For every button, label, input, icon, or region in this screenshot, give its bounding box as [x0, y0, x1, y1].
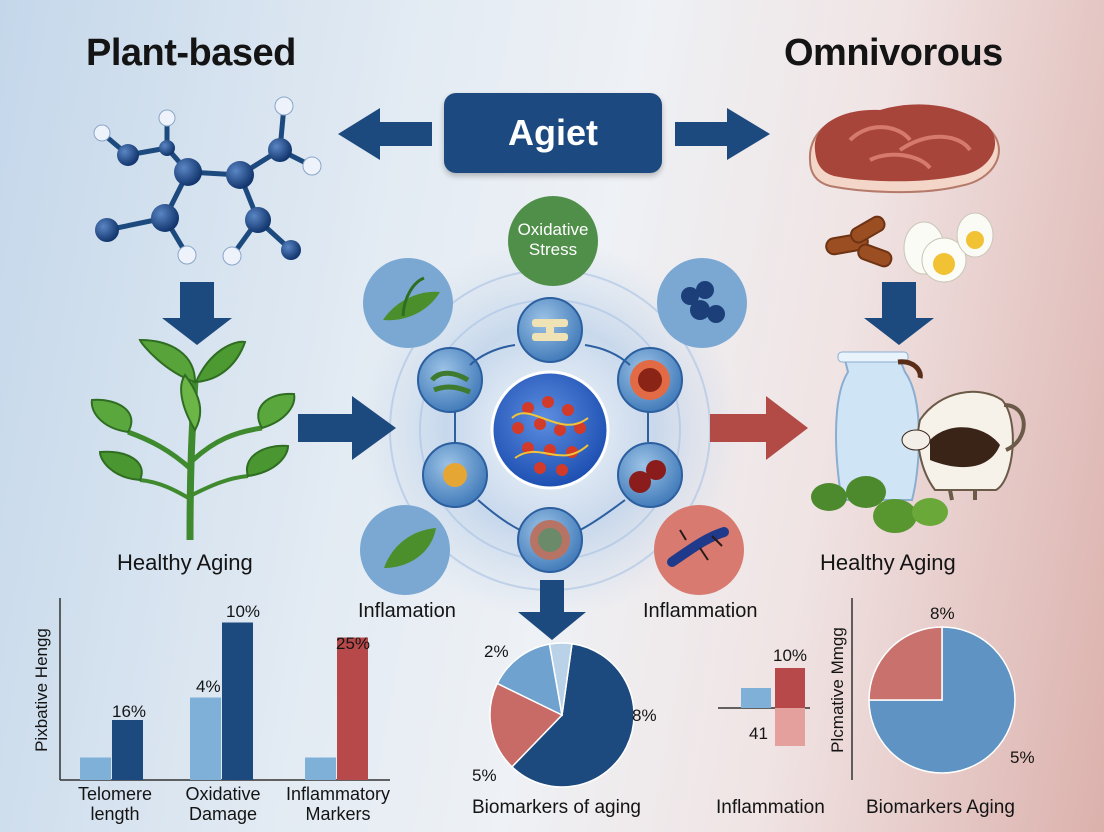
chart1-xtick-1b: length	[90, 804, 140, 824]
chart1-label-25: 25%	[336, 634, 371, 653]
bar-telomere-length-s2	[112, 720, 143, 780]
chart1-label-16: 16%	[112, 702, 147, 721]
healthy-aging-right: Healthy Aging	[820, 550, 956, 575]
agiet-box: Agiet	[444, 93, 662, 173]
arrow-center-to-omni-icon	[710, 396, 808, 460]
chart3-label-10: 10%	[773, 646, 808, 665]
arrow-center-down-icon	[518, 580, 586, 640]
pie1-slice-2	[489, 682, 564, 768]
bar-inflammatory-markers-s2	[337, 637, 368, 780]
arrows	[162, 108, 934, 640]
plant-icon	[90, 338, 296, 541]
arrow-down-left-icon	[162, 282, 232, 345]
chart1-label-10: 10%	[226, 602, 261, 621]
pie-chart-biomarkers-of-aging	[489, 642, 635, 788]
meat-icon	[808, 104, 1000, 194]
pie1-slice-3	[496, 643, 563, 717]
arrow-right-icon	[675, 108, 770, 160]
bar-inflammatory-markers-s1	[305, 757, 336, 780]
bar-telomere-length-s1	[80, 757, 111, 780]
chart3-bar-blue	[741, 688, 771, 708]
pie2-label-8: 8%	[930, 604, 955, 623]
chart3-bar-pink	[775, 708, 805, 746]
molecule-icon	[100, 105, 314, 258]
cells-circle-icon	[657, 258, 747, 348]
chart1-bars	[80, 622, 368, 780]
cow-jug-icon	[901, 390, 1026, 501]
arrow-plant-to-center-icon	[298, 396, 396, 460]
sausages-icon	[825, 215, 893, 268]
inflammation-label-left: Inflamation	[358, 600, 456, 622]
arrow-left-icon	[338, 108, 432, 160]
pie1-label-2: 2%	[484, 642, 509, 661]
eggs-icon	[903, 212, 994, 283]
chart1-xtick-3b: Markers	[305, 804, 371, 824]
inner-ring-cells	[417, 297, 683, 573]
oxidative-line2: Stress	[528, 240, 578, 259]
healthy-aging-left: Healthy Aging	[117, 550, 253, 575]
pie1-label-5: 5%	[472, 766, 497, 785]
central-core-icon	[490, 370, 610, 490]
pie1-slice-4	[548, 642, 573, 716]
bacteria-circle-icon	[654, 505, 744, 595]
omnivorous-title: Omnivorous	[784, 32, 1003, 74]
pie2-title: Biomarkers Aging	[866, 797, 1015, 818]
pie1-title: Biomarkers of aging	[472, 797, 641, 818]
pie1-label-8: 8%	[632, 706, 657, 725]
arrow-down-right-icon	[864, 282, 934, 345]
inflammation-label-right: Inflammation	[643, 600, 758, 622]
bar-oxidative-damage-s1	[190, 697, 221, 780]
oxidative-line1: Oxidative	[517, 220, 589, 239]
plant-based-title: Plant-based	[86, 32, 296, 74]
milk-bottle-icon	[835, 351, 923, 501]
leaf-circle-bottom-icon	[360, 505, 450, 595]
chart3-title: Inflammation	[716, 797, 825, 818]
oxidative-stress-circle	[508, 196, 598, 286]
agiet-label: Agiet	[508, 112, 598, 153]
chart4-ylabel: Plcmative Mmgg	[828, 627, 847, 753]
chart3-bar-red	[775, 668, 805, 708]
chart1-label-4: 4%	[196, 677, 221, 696]
pie2-label-5: 5%	[1010, 748, 1035, 767]
chart1-xtick-2a: Oxidative	[185, 784, 261, 804]
chart1-xtick-3a: Inflammatory	[285, 784, 391, 804]
chart1-ylabel: Pixbative Hengg	[32, 628, 51, 752]
chart1-xtick-1a: Telomere	[77, 784, 153, 804]
pie1-slice-1	[510, 642, 635, 788]
oxidative-stress-label: Oxidative Stress	[508, 220, 598, 260]
pie-chart-biomarkers-aging	[868, 626, 1016, 774]
chart3-label-41: 41	[749, 724, 768, 743]
bar-oxidative-damage-s2	[222, 622, 253, 780]
chart1-xtick-2b: Damage	[188, 804, 258, 824]
pie2-slice-2	[868, 626, 943, 701]
pie2-slice-1	[868, 626, 1016, 774]
molecule-atoms	[93, 96, 322, 266]
olives-icon	[811, 476, 948, 533]
leaf-circle-icon	[363, 258, 453, 348]
cycle-arrows	[454, 344, 649, 531]
